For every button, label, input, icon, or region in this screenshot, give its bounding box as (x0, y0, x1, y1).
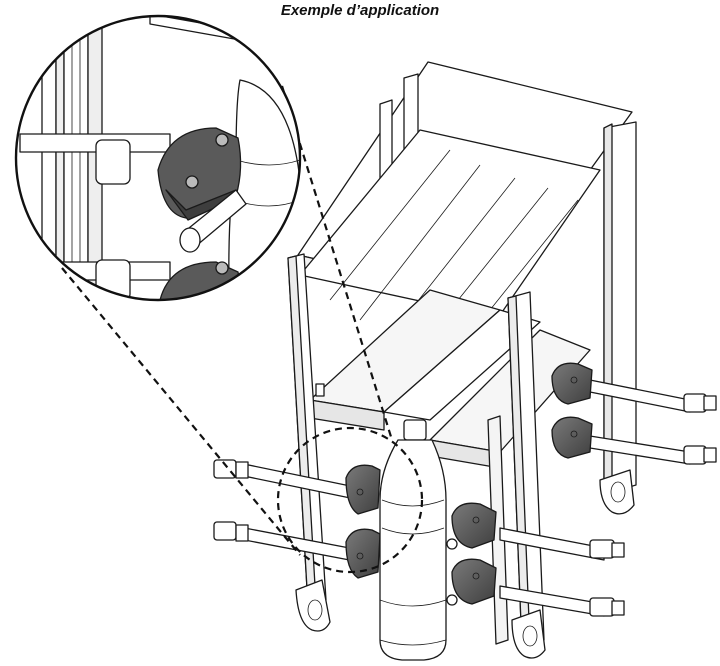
focus-circle (276, 426, 424, 574)
rod-left-upper (213, 459, 361, 501)
guide-left-lower (345, 528, 381, 579)
foot-rear (599, 469, 635, 515)
guide-right-lower (446, 558, 497, 606)
conveyor-frame (287, 61, 637, 659)
rod-right-lower (499, 585, 625, 617)
rod-rear-upper (589, 379, 717, 413)
guide-right-upper (446, 502, 497, 550)
adjustment-rods (213, 379, 717, 617)
guide-rear-lower (551, 416, 593, 459)
roller-guides (345, 362, 593, 606)
caption-title: Exemple d’application (280, 2, 440, 19)
foot-left (295, 579, 331, 632)
foot-right (511, 609, 546, 659)
rod-right-upper (499, 527, 625, 561)
slat-profile-2 (383, 309, 541, 421)
zoom-detail (14, 14, 302, 302)
guide-left-upper (345, 464, 381, 515)
bottle (379, 419, 447, 661)
guide-rear-upper (551, 362, 593, 405)
rod-left-lower (213, 521, 361, 563)
